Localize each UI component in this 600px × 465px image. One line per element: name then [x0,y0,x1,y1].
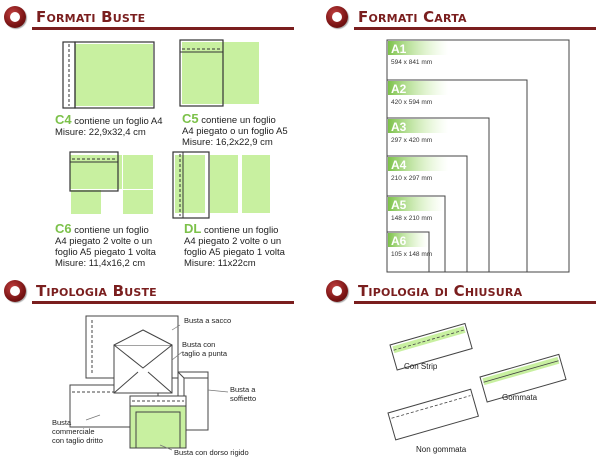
paper-a3-dims: 297 x 420 mm [391,137,432,144]
label-busta-commerciale: Busta commerciale con taglio dritto [52,418,103,445]
envelope-c5-icon [179,39,259,107]
paper-a3-name: A3 [391,120,407,134]
label-gommata: Gommata [502,393,538,402]
section-bullet-icon [326,280,348,302]
section-rule [354,27,596,30]
format-code: C6 [55,221,72,236]
label-busta-sacco: Busta a sacco [184,316,232,325]
section-title: Tipologia di Chiusura [358,282,523,300]
label-c4: C4 contiene un foglio A4 Misure: 22,9x32… [55,112,163,138]
paper-a6-name: A6 [391,234,407,248]
paper-formats-diagram: A1 594 x 841 mm A2 420 x 594 mm A3 297 x… [386,39,570,273]
format-code: C5 [182,111,199,126]
envelope-types-illustration [69,315,229,451]
label-c5: C5 contiene un foglio A4 piegato o un fo… [182,111,288,148]
label-busta-soffietto: Busta a soffietto [230,385,257,403]
closure-types-illustration [387,322,567,441]
label-dl: DL contiene un foglio A4 piegato 2 volte… [184,221,285,269]
paper-a2-name: A2 [391,82,407,96]
label-c6: C6 contiene un foglio A4 piegato 2 volte… [55,221,156,269]
section-rule [32,301,294,304]
envelope-gommata-icon [479,353,567,403]
section-title: Tipologia Buste [36,282,157,300]
section-rule [354,301,596,304]
label-con-strip: Con Strip [404,362,438,371]
busta-dorso-rigido-icon [129,395,187,449]
envelope-dl-icon [172,151,270,219]
section-bullet-icon [326,6,348,28]
section-title: Formati Buste [36,8,146,26]
section-bullet-icon [4,6,26,28]
format-code: C4 [55,112,72,127]
paper-a4-dims: 210 x 297 mm [391,175,432,182]
header-formati-buste: Formati Buste [4,6,294,32]
section-title: Formati Carta [358,8,467,26]
header-tipologia-chiusura: Tipologia di Chiusura [326,280,596,306]
paper-a5-name: A5 [391,198,407,212]
paper-a2-dims: 420 x 594 mm [391,99,432,106]
paper-a5-dims: 148 x 210 mm [391,215,432,222]
section-bullet-icon [4,280,26,302]
envelope-non-gommata-icon [387,388,480,441]
envelope-c4-icon [62,41,155,109]
envelope-strip-icon [389,322,473,371]
label-busta-dorso: Busta con dorso rigido [174,448,249,457]
envelope-formats-illustration [62,39,270,219]
header-formati-carta: Formati Carta [326,6,596,32]
label-busta-punta: Busta con taglio a punta [182,340,228,358]
envelope-c6-icon [69,151,153,214]
paper-a1-dims: 594 x 841 mm [391,59,432,66]
paper-a6-dims: 105 x 148 mm [391,251,432,258]
header-tipologia-buste: Tipologia Buste [4,280,294,306]
busta-punta-icon [113,329,173,394]
paper-a1-name: A1 [391,42,407,56]
label-non-gommata: Non gommata [416,445,467,454]
format-code: DL [184,221,202,236]
paper-a4-name: A4 [391,158,407,172]
section-rule [32,27,294,30]
